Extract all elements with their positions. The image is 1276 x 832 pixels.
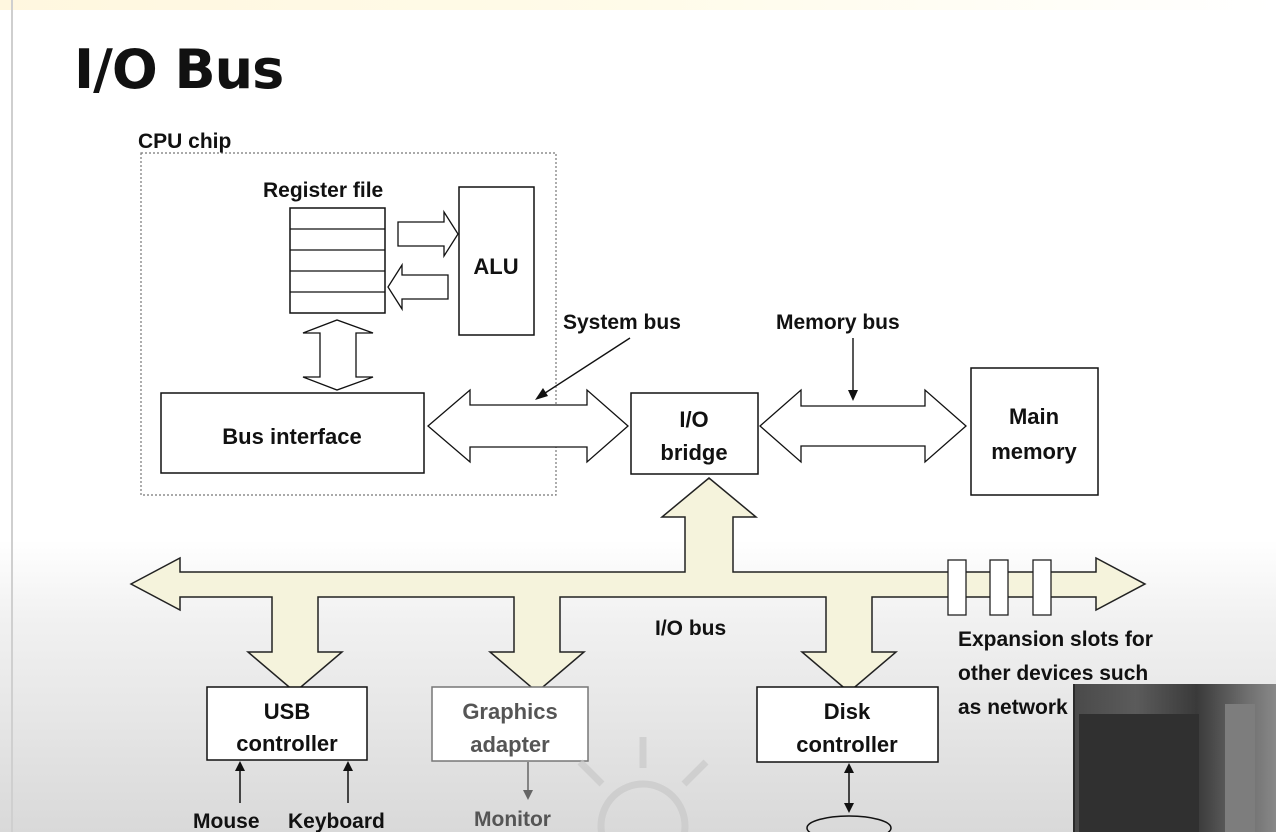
mouse-label: Mouse xyxy=(193,810,260,832)
keyboard-label: Keyboard xyxy=(288,810,385,832)
cpu-chip-label: CPU chip xyxy=(138,130,231,153)
reg-bus-vertical-arrow xyxy=(302,319,374,391)
disk-icon xyxy=(806,815,892,832)
slide-title: I/O Bus xyxy=(74,38,284,101)
expansion-slot xyxy=(989,559,1009,616)
main-memory-label-line1: Main xyxy=(1009,404,1059,429)
disk-controller-label-line1: Disk xyxy=(824,699,871,724)
system-bus-pointer xyxy=(541,337,631,396)
alu-box xyxy=(458,186,535,336)
bus-interface-label: Bus interface xyxy=(222,424,361,449)
main-memory-label-line2: memory xyxy=(991,439,1077,464)
video-door xyxy=(1079,714,1199,832)
main-memory-box xyxy=(970,367,1099,496)
watermark-sun-icon xyxy=(577,737,709,832)
usb-controller-box xyxy=(206,686,368,761)
graphics-adapter-box xyxy=(431,686,589,762)
disk-arrow-head-down xyxy=(844,803,854,813)
expansion-slot xyxy=(1032,559,1052,616)
expansion-label-line1: Expansion slots for xyxy=(958,628,1153,651)
reg-to-alu-arrow xyxy=(397,209,459,259)
io-bus-arrow xyxy=(129,477,1147,693)
expansion-slot xyxy=(947,559,967,616)
expansion-label-line2: other devices such xyxy=(958,662,1148,685)
disk-arrow-head-up xyxy=(844,763,854,773)
video-wall xyxy=(1225,704,1255,832)
usb-controller-label-line1: USB xyxy=(264,699,310,724)
top-band xyxy=(0,0,1276,10)
io-bridge-label-line1: I/O xyxy=(679,407,708,432)
bus-interface-box xyxy=(160,392,425,474)
register-file-label: Register file xyxy=(263,179,383,202)
memory-bus-pointer-head xyxy=(848,390,858,401)
keyboard-arrow-head xyxy=(343,761,353,771)
speaker-video-overlay xyxy=(1073,684,1276,832)
register-file xyxy=(289,207,386,314)
memory-bus-label: Memory bus xyxy=(776,311,900,334)
io-bus-label: I/O bus xyxy=(655,617,726,640)
system-bus-label: System bus xyxy=(563,311,681,334)
memory-bus-arrow xyxy=(759,388,967,464)
expansion-label-line3: as network xyxy=(958,696,1068,719)
cpu-chip-boundary xyxy=(140,152,557,496)
usb-controller-label-line2: controller xyxy=(236,731,338,756)
disk-controller-box xyxy=(756,686,939,763)
graphics-adapter-label-line1: Graphics xyxy=(462,699,557,724)
io-bridge-label-line2: bridge xyxy=(660,440,727,465)
io-bridge-box xyxy=(630,392,759,475)
mouse-arrow-head xyxy=(235,761,245,771)
disk-controller-label-line2: controller xyxy=(796,732,898,757)
graphics-adapter-label-line2: adapter xyxy=(470,732,550,757)
monitor-label: Monitor xyxy=(474,808,551,831)
left-rule xyxy=(11,0,13,832)
system-bus-pointer-head xyxy=(535,388,548,400)
monitor-arrow-head xyxy=(523,790,533,800)
alu-to-reg-arrow xyxy=(387,262,449,312)
system-bus-arrow xyxy=(427,388,629,464)
alu-label: ALU xyxy=(473,254,518,279)
